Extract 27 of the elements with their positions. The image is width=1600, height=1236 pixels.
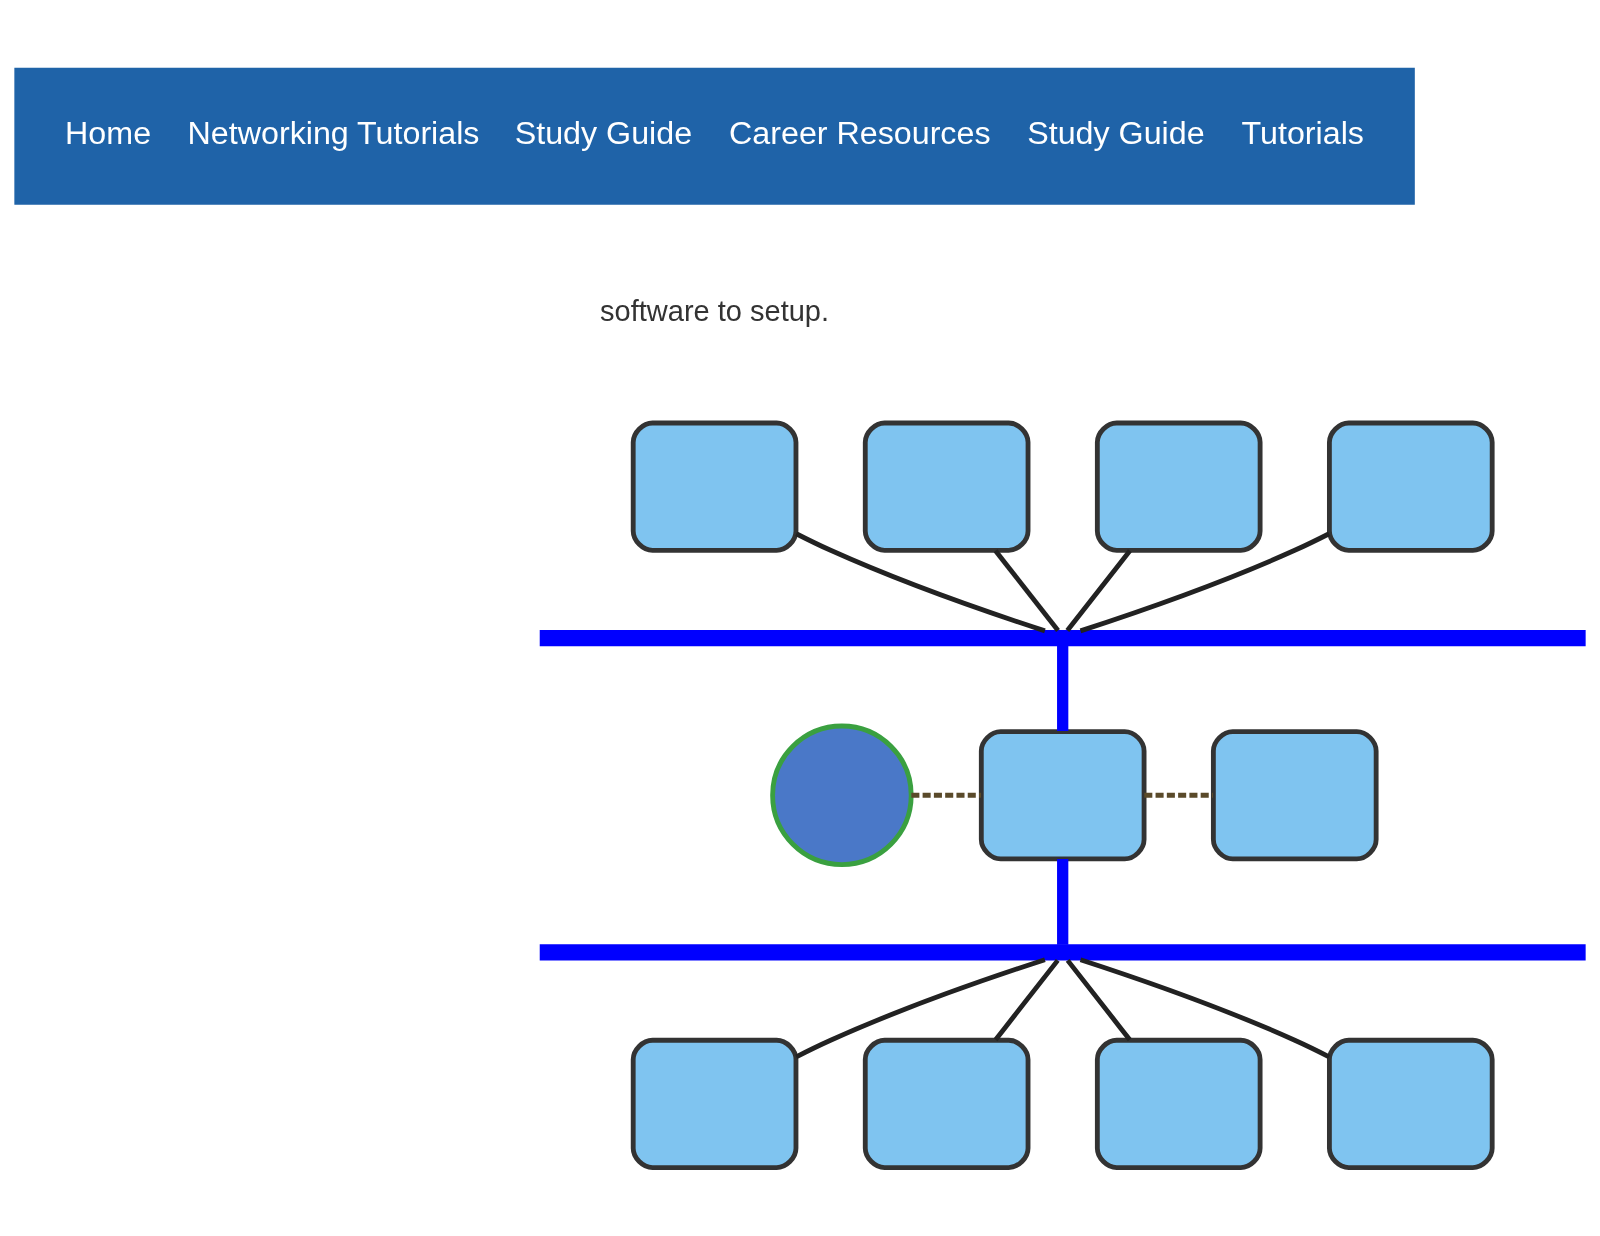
connector [1065,549,1132,633]
node-box [630,420,799,553]
node-bar [539,630,1586,647]
node-bar [539,944,1586,961]
node-circle [770,723,914,867]
label: software to setup. [600,294,830,327]
node-box [1327,1037,1495,1170]
node-box [978,729,1147,862]
connector [993,958,1060,1042]
connector [1079,531,1331,634]
connector [1057,645,1069,731]
node-box [1094,420,1263,553]
connector [1065,958,1132,1042]
node-box: Home Networking Tutorials Study Guide Career Resources Study Guide Tutorials [14,67,1415,205]
node-box [862,1037,1031,1170]
connector [795,531,1046,634]
connector [993,549,1060,633]
connector [795,957,1046,1059]
connector [911,792,982,798]
connector [1079,957,1331,1059]
node-box [1094,1037,1263,1170]
node-box [1327,420,1495,553]
connector [1057,859,1069,945]
node-box [1210,729,1379,862]
connector [1144,792,1214,798]
node-box [862,420,1031,553]
node-box [630,1037,799,1170]
